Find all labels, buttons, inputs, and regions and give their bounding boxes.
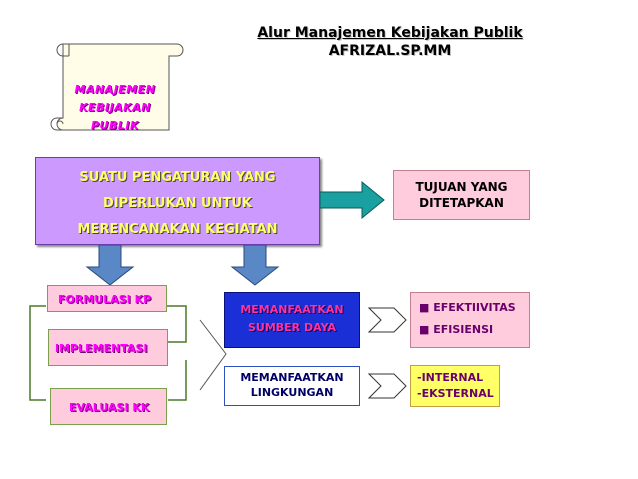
chevron-arrow-environment xyxy=(368,373,407,399)
outcome-item: ■ EFISIENSI xyxy=(419,319,529,341)
scope-item: -EKSTERNAL xyxy=(417,387,494,400)
environment-line: LINGKUNGAN xyxy=(250,386,334,399)
goal-box: TUJUAN YANG DITETAPKAN xyxy=(393,170,530,220)
goal-line: DITETAPKAN xyxy=(419,196,504,210)
definition-line: DIPERLUKAN UNTUK xyxy=(103,196,252,211)
outcome-label: EFEKTIIVITAS xyxy=(433,301,516,314)
bullet-icon: ■ xyxy=(419,301,430,314)
diagram-title: Alur Manajemen Kebijakan Publik xyxy=(257,25,523,41)
environment-box: MEMANFAATKAN LINGKUNGAN xyxy=(224,366,360,406)
arrow-down-left xyxy=(85,245,135,286)
stage-formulasi: FORMULASI KP xyxy=(47,285,167,312)
chevron-arrow-resources xyxy=(368,307,407,333)
bullet-icon: ■ xyxy=(419,323,430,336)
scope-label: EKSTERNAL xyxy=(421,387,494,400)
stage-evaluasi: EVALUASI KK xyxy=(50,388,167,425)
diagram-subtitle: AFRIZAL.SP.MM xyxy=(328,43,452,59)
environment-line: MEMANFAATKAN xyxy=(240,371,344,384)
scroll-title: MANAJEMEN KEBIJAKAN PUBLIK xyxy=(60,81,170,135)
scope-box: -INTERNAL -EKSTERNAL xyxy=(410,365,500,407)
outcomes-box: ■ EFEKTIIVITAS ■ EFISIENSI xyxy=(410,292,530,348)
scroll-shape xyxy=(50,43,184,131)
resources-box: MEMANFAATKAN SUMBER DAYA xyxy=(224,292,360,348)
arrow-right-to-goal xyxy=(320,180,385,220)
resources-line: MEMANFAATKAN xyxy=(240,303,344,316)
scope-item: -INTERNAL xyxy=(417,371,484,384)
scroll-line: MANAJEMEN xyxy=(74,83,156,96)
scroll-line: KEBIJAKAN xyxy=(79,101,151,114)
outcome-label: EFISIENSI xyxy=(433,323,494,336)
resources-line: SUMBER DAYA xyxy=(247,321,337,334)
stage-implementasi: IMPLEMENTASI xyxy=(48,329,168,366)
scope-label: INTERNAL xyxy=(421,371,484,384)
definition-box: SUATU PENGATURAN YANG DIPERLUKAN UNTUK M… xyxy=(35,157,320,245)
definition-line: SUATU PENGATURAN YANG xyxy=(79,170,276,185)
arrow-down-right xyxy=(230,245,280,286)
definition-line: MERENCANAKAN KEGIATAN xyxy=(77,222,278,237)
scroll-line: PUBLIK xyxy=(90,119,139,132)
goal-line: TUJUAN YANG xyxy=(415,180,508,194)
stage-cycle-lines xyxy=(29,305,227,401)
outcome-item: ■ EFEKTIIVITAS xyxy=(419,297,529,319)
